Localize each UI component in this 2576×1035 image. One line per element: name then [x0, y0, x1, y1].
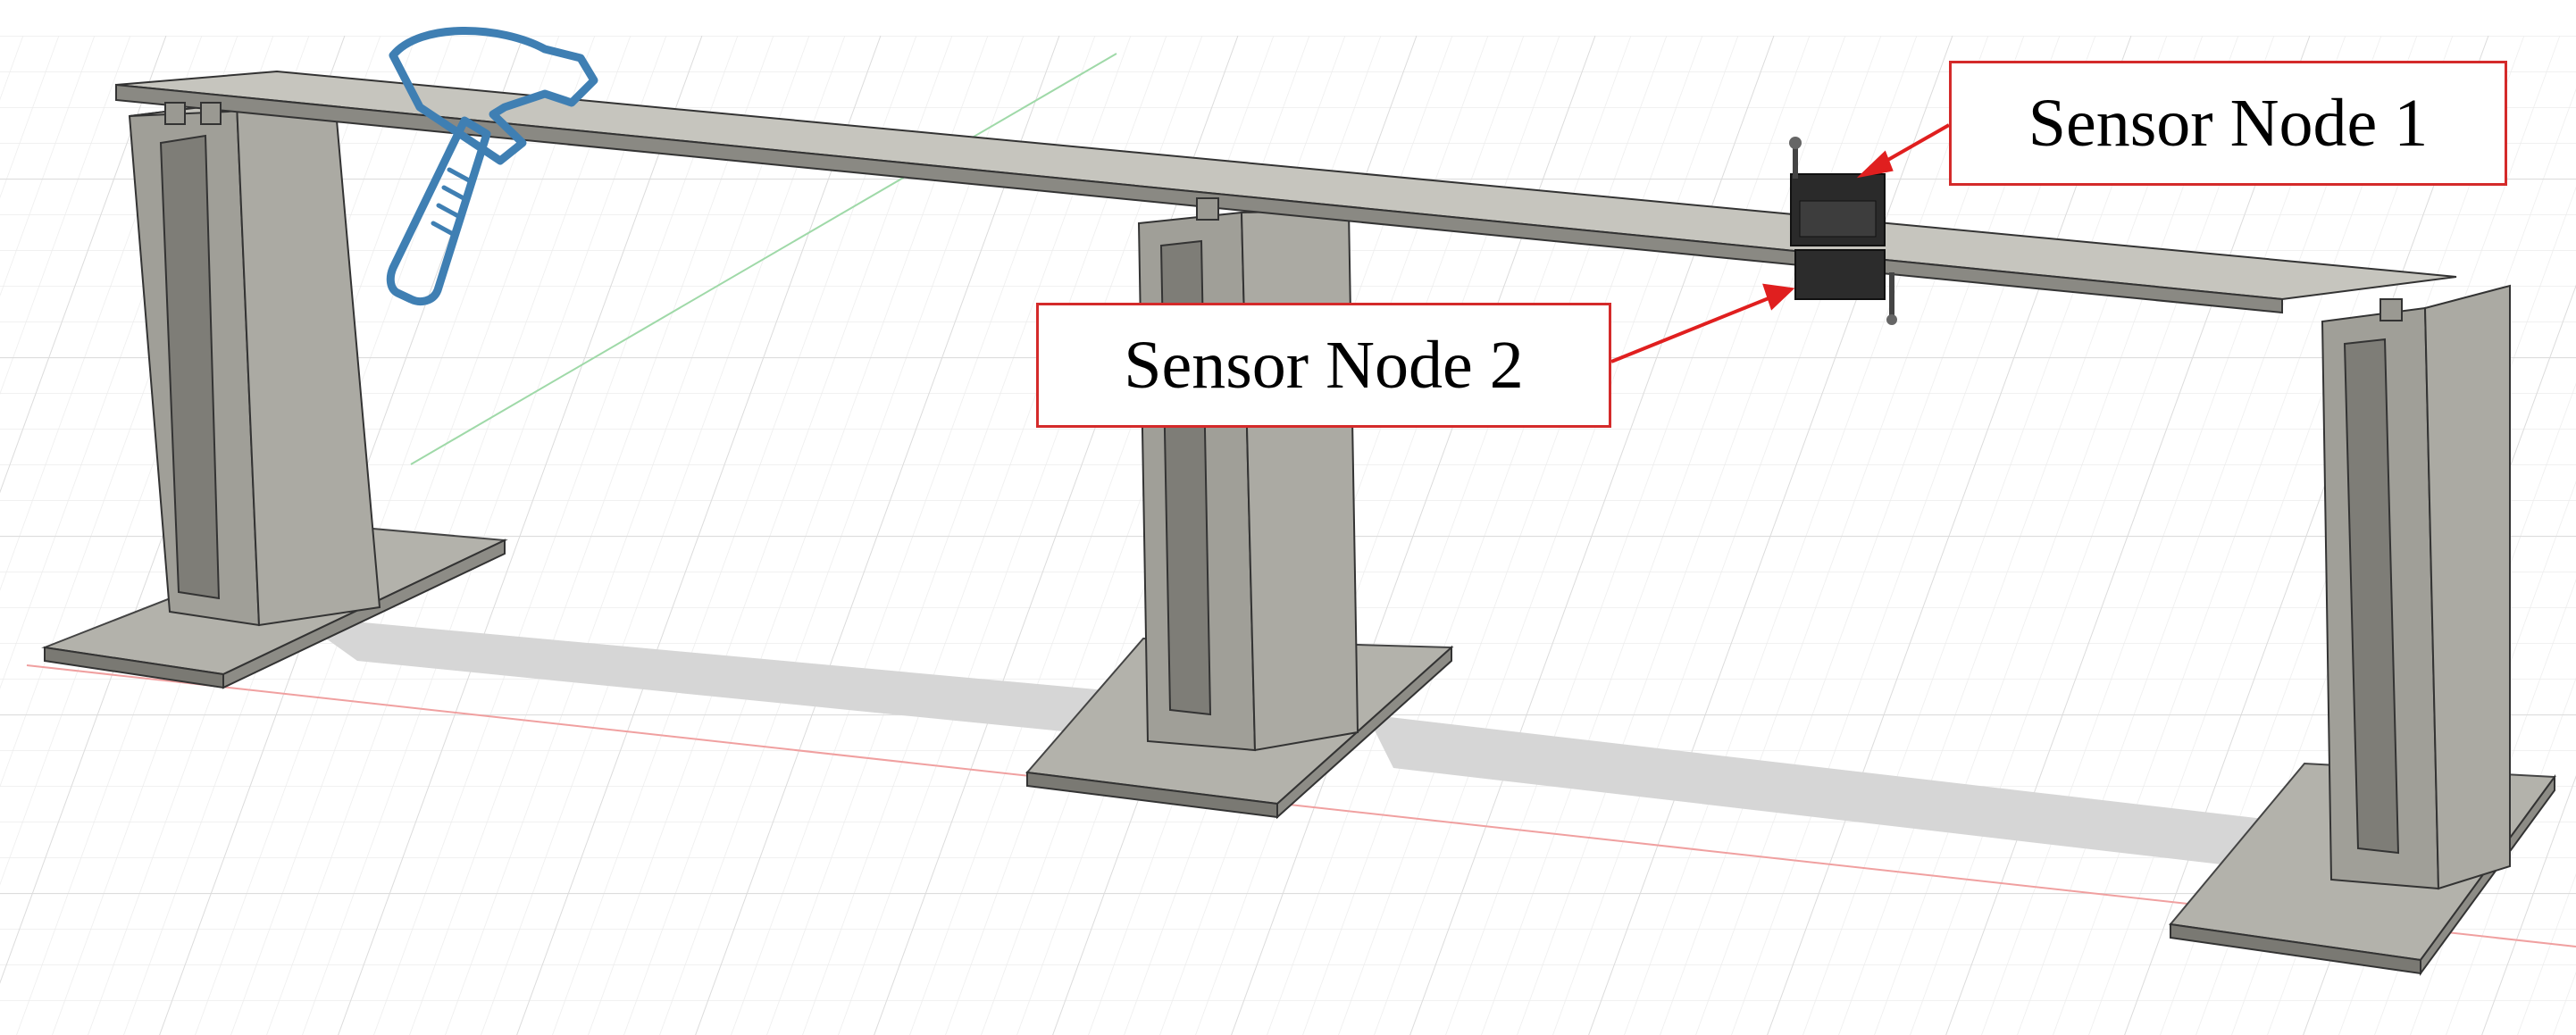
x-axis-line — [26, 664, 2576, 947]
sensor-node-2 — [1794, 249, 1897, 325]
shadows — [295, 616, 2313, 875]
sensor-node-1-label: Sensor Node 1 — [1949, 61, 2507, 186]
right-column-side — [2423, 284, 2511, 890]
clamp — [200, 102, 222, 125]
hammer-icon — [386, 27, 598, 305]
y-axis-line — [410, 53, 1117, 465]
callout-arrows — [1610, 123, 1950, 363]
sensor-node-2-label: Sensor Node 2 — [1036, 303, 1611, 428]
clamp — [164, 102, 186, 125]
left-support — [41, 98, 508, 689]
center-support — [1025, 208, 1454, 820]
center-column-side — [1240, 208, 1359, 752]
clamp — [2379, 298, 2403, 321]
sensor-node-1 — [1789, 137, 1886, 246]
right-support — [2169, 284, 2556, 977]
clamp — [1196, 197, 1219, 221]
arrow-node-2 — [1610, 293, 1778, 363]
